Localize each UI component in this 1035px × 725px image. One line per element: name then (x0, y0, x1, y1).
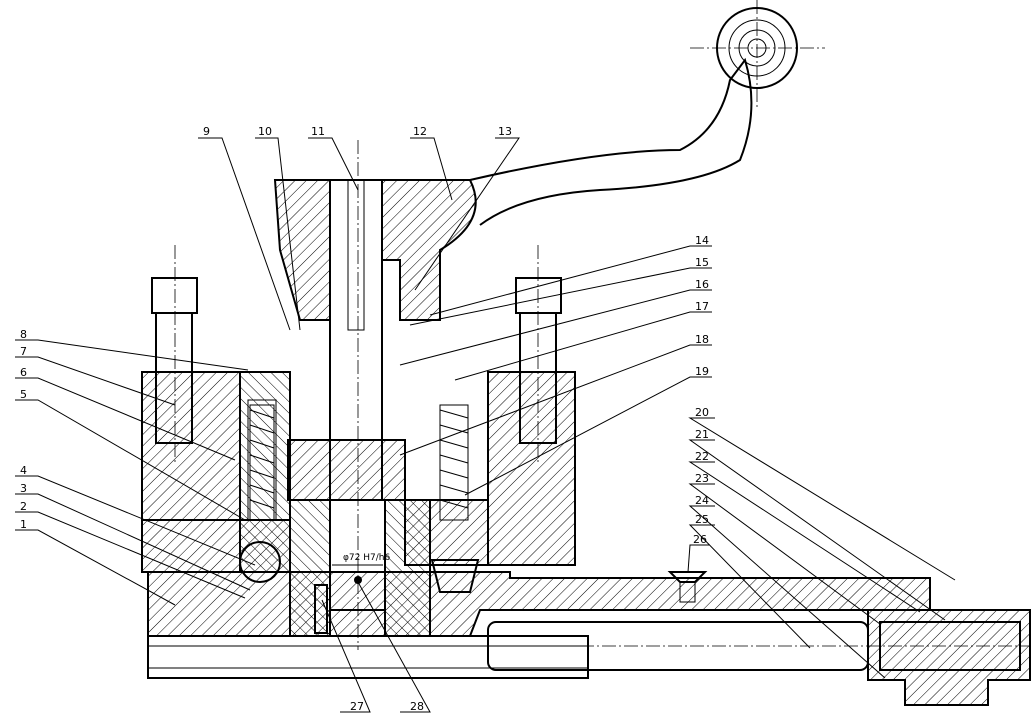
pin-27 (314, 584, 328, 634)
rod (470, 609, 1031, 706)
callout-16: 16 (695, 278, 709, 291)
base-plate (147, 571, 931, 679)
callout-1: 1 (20, 518, 27, 531)
callout-24: 24 (695, 494, 709, 507)
callout-3: 3 (20, 482, 27, 495)
callout-19: 19 (695, 365, 709, 378)
callout-11: 11 (311, 125, 325, 138)
callout-20: 20 (695, 406, 709, 419)
dimension-text: φ72 H7/h6 (343, 553, 390, 563)
callout-9: 9 (203, 125, 210, 138)
left-spring (249, 404, 275, 521)
callout-2: 2 (20, 500, 27, 513)
callout-22: 22 (695, 450, 709, 463)
right-plunger (430, 559, 480, 593)
callout-labels: 1 2 3 4 5 6 7 8 9 10 11 12 13 14 15 16 1… (20, 125, 709, 713)
center-housing (287, 439, 431, 637)
shaft (329, 179, 383, 501)
callout-18: 18 (695, 333, 709, 346)
callout-17: 17 (695, 300, 709, 313)
callout-26: 26 (693, 533, 707, 546)
left-bolt (151, 245, 198, 465)
right-spring (439, 404, 469, 521)
callout-28: 28 (410, 700, 424, 713)
callout-21: 21 (695, 428, 709, 441)
callout-25: 25 (695, 513, 709, 526)
callout-8: 8 (20, 328, 27, 341)
callout-23: 23 (695, 472, 709, 485)
callout-27: 27 (350, 700, 364, 713)
callout-6: 6 (20, 366, 27, 379)
callout-14: 14 (695, 234, 709, 247)
lever-handle (273, 0, 825, 321)
leaders (15, 137, 956, 713)
callout-10: 10 (258, 125, 272, 138)
ball (239, 541, 281, 583)
callout-7: 7 (20, 345, 27, 358)
callout-5: 5 (20, 388, 27, 401)
callout-4: 4 (20, 464, 27, 477)
callout-12: 12 (413, 125, 427, 138)
callout-13: 13 (498, 125, 512, 138)
screw-26 (667, 571, 708, 603)
right-bolt (515, 245, 562, 465)
callout-15: 15 (695, 256, 709, 269)
